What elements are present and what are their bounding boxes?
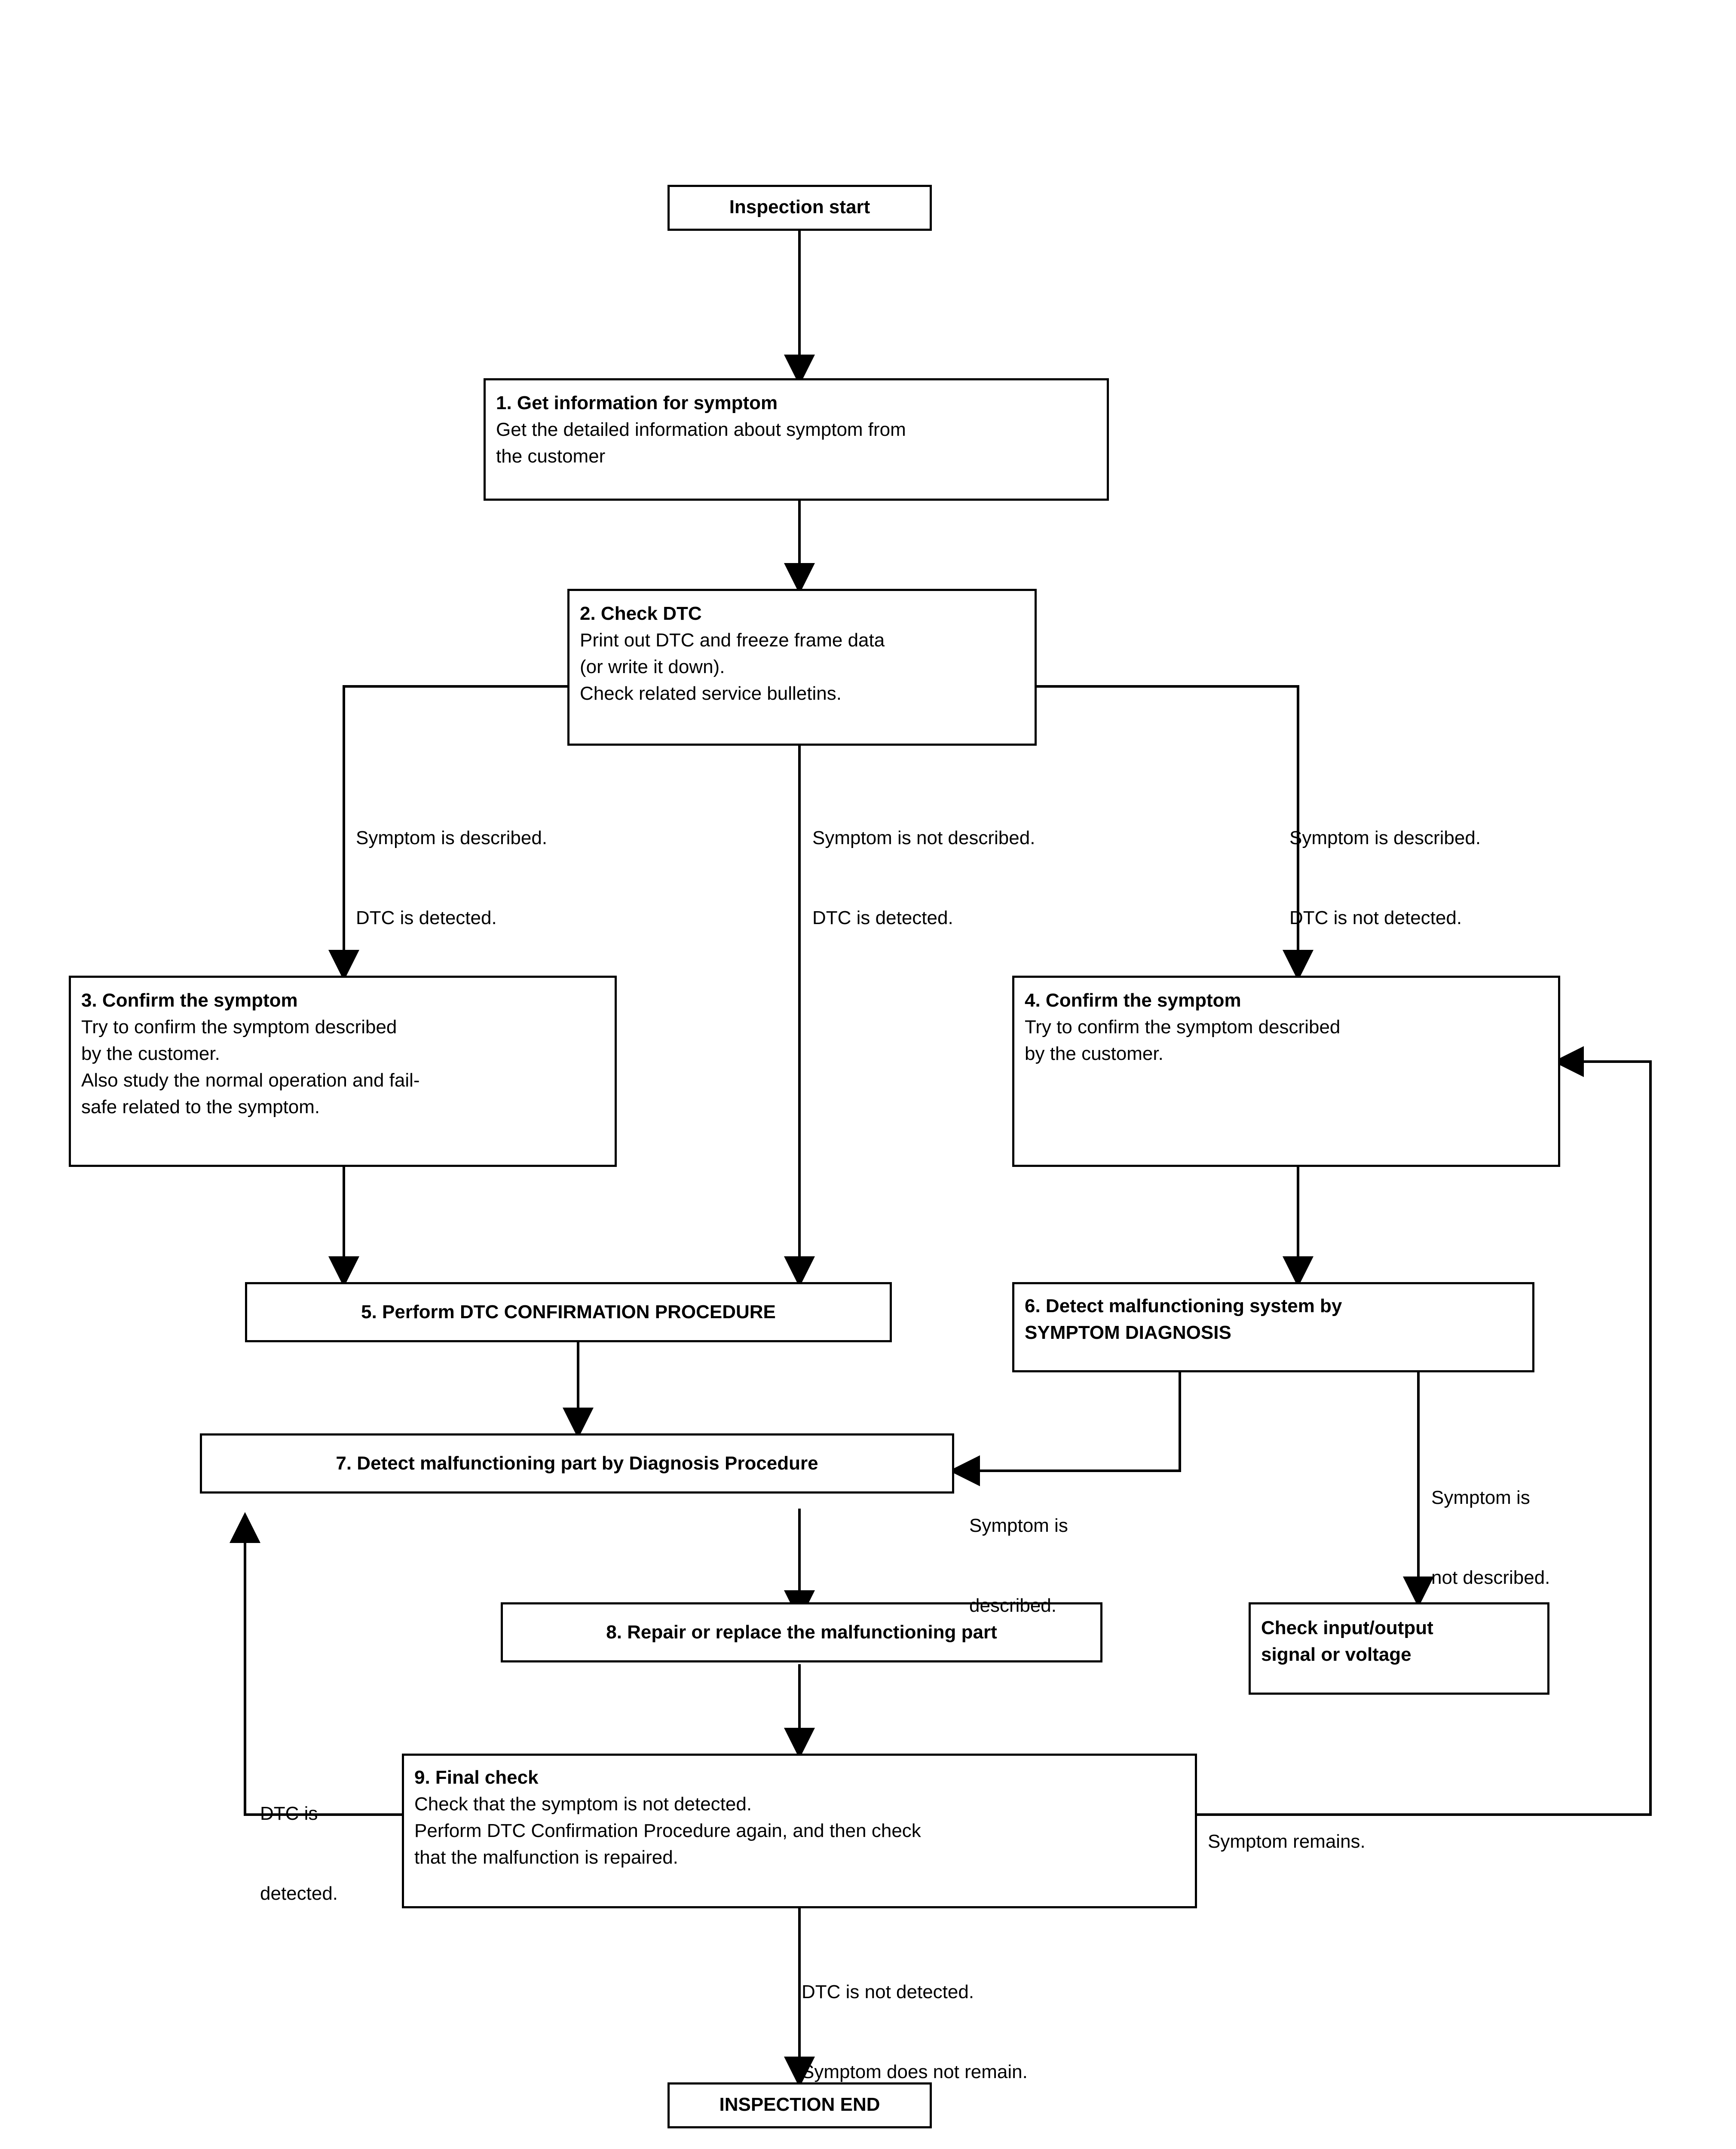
node-step-5-title: 5. Perform DTC CONFIRMATION PROCEDURE <box>361 1301 776 1322</box>
node-step-2-title: 2. Check DTC <box>580 603 702 624</box>
node-step-3-line-4: safe related to the symptom. <box>81 1096 320 1117</box>
edge-label-branch-left-line-2: DTC is detected. <box>356 907 497 928</box>
node-step-1-line-2: the customer <box>496 446 606 467</box>
node-step-3-line-2: by the customer. <box>81 1043 220 1064</box>
node-step-6[interactable]: 6. Detect malfunctioning system by SYMPT… <box>1012 1282 1534 1372</box>
edge-label-symptom-described-line-1: Symptom is <box>969 1515 1068 1536</box>
edge-label-symptom-described: Symptom is described. <box>969 1459 1068 1672</box>
node-step-9-line-1: Check that the symptom is not detected. <box>414 1794 752 1815</box>
node-inspection-start-label: Inspection start <box>729 196 870 217</box>
edge-label-symptom-not-described-line-2: not described. <box>1431 1567 1550 1588</box>
edge-step9-to-step4-loop <box>1197 1046 1652 1816</box>
node-step-3-line-1: Try to confirm the symptom described <box>81 1016 397 1038</box>
node-step-3-line-3: Also study the normal operation and fail… <box>81 1070 420 1091</box>
node-step-6-title-line-1: 6. Detect malfunctioning system by <box>1025 1295 1342 1316</box>
node-inspection-end[interactable]: INSPECTION END <box>667 2082 932 2128</box>
edge-step6-to-step7 <box>949 1335 1181 1486</box>
edge-label-branch-left-line-1: Symptom is described. <box>356 827 548 848</box>
node-check-input-output[interactable]: Check input/output signal or voltage <box>1249 1602 1549 1695</box>
edge-label-dtc-detected: DTC is detected. <box>260 1747 338 1960</box>
edge-label-branch-left: Symptom is described. DTC is detected. <box>356 771 547 985</box>
node-step-4-line-2: by the customer. <box>1025 1043 1163 1064</box>
node-step-7[interactable]: 7. Detect malfunctioning part by Diagnos… <box>200 1433 954 1494</box>
edge-label-branch-middle: Symptom is not described. DTC is detecte… <box>812 771 1035 985</box>
node-step-4-line-1: Try to confirm the symptom described <box>1025 1016 1341 1038</box>
node-step-8-title: 8. Repair or replace the malfunctioning … <box>606 1622 997 1643</box>
node-step-9-line-3: that the malfunction is repaired. <box>414 1847 678 1868</box>
node-step-9[interactable]: 9. Final check Check that the symptom is… <box>402 1754 1197 1908</box>
node-step-2-line-1: Print out DTC and freeze frame data <box>580 630 885 651</box>
edge-label-branch-middle-line-2: DTC is detected. <box>812 907 953 928</box>
edge-step9-to-step7-loop <box>230 1512 402 1816</box>
node-step-2-line-2: (or write it down). <box>580 656 725 677</box>
node-step-2[interactable]: 2. Check DTC Print out DTC and freeze fr… <box>567 589 1037 746</box>
edge-label-branch-right-line-2: DTC is not detected. <box>1289 907 1462 928</box>
edge-label-dtc-detected-line-2: detected. <box>260 1883 338 1904</box>
node-step-3[interactable]: 3. Confirm the symptom Try to confirm th… <box>69 976 617 1167</box>
edge-label-symptom-described-line-2: described. <box>969 1595 1057 1616</box>
edge-label-final-ok-line-1: DTC is not detected. <box>802 1981 974 2002</box>
edge-label-symptom-not-described: Symptom is not described. <box>1431 1431 1550 1644</box>
edge-label-symptom-remains: Symptom remains. <box>1208 1775 1366 1908</box>
edge-label-branch-middle-line-1: Symptom is not described. <box>812 827 1035 848</box>
node-step-9-line-2: Perform DTC Confirmation Procedure again… <box>414 1820 921 1841</box>
edge-label-branch-right-line-1: Symptom is described. <box>1289 827 1481 848</box>
node-inspection-start[interactable]: Inspection start <box>667 185 932 231</box>
edge-step2-to-step4 <box>1036 685 1313 981</box>
node-step-1-line-1: Get the detailed information about sympt… <box>496 419 906 440</box>
edge-label-branch-right: Symptom is described. DTC is not detecte… <box>1289 771 1481 985</box>
node-check-input-output-line-1: Check input/output <box>1261 1617 1433 1638</box>
node-step-1[interactable]: 1. Get information for symptom Get the d… <box>484 378 1109 501</box>
node-step-5[interactable]: 5. Perform DTC CONFIRMATION PROCEDURE <box>245 1282 892 1342</box>
node-step-9-title: 9. Final check <box>414 1767 539 1788</box>
node-step-2-line-3: Check related service bulletins. <box>580 683 842 704</box>
node-step-4-title: 4. Confirm the symptom <box>1025 990 1241 1011</box>
node-inspection-end-label: INSPECTION END <box>719 2094 880 2115</box>
edge-label-final-ok-line-2: Symptom does not remain. <box>802 2061 1028 2082</box>
edge-label-symptom-remains-line-1: Symptom remains. <box>1208 1831 1366 1852</box>
node-step-7-title: 7. Detect malfunctioning part by Diagnos… <box>336 1453 818 1474</box>
edge-label-final-ok: DTC is not detected. Symptom does not re… <box>802 1926 1028 2139</box>
edge-label-dtc-detected-line-1: DTC is <box>260 1803 318 1824</box>
node-step-3-title: 3. Confirm the symptom <box>81 990 298 1011</box>
edge-label-symptom-not-described-line-1: Symptom is <box>1431 1487 1530 1508</box>
node-step-6-title-line-2: SYMPTOM DIAGNOSIS <box>1025 1322 1231 1343</box>
node-step-8[interactable]: 8. Repair or replace the malfunctioning … <box>501 1602 1102 1662</box>
node-step-1-title: 1. Get information for symptom <box>496 392 778 413</box>
node-step-4[interactable]: 4. Confirm the symptom Try to confirm th… <box>1012 976 1560 1167</box>
node-check-input-output-line-2: signal or voltage <box>1261 1644 1411 1665</box>
edge-step2-to-step3 <box>328 685 578 981</box>
